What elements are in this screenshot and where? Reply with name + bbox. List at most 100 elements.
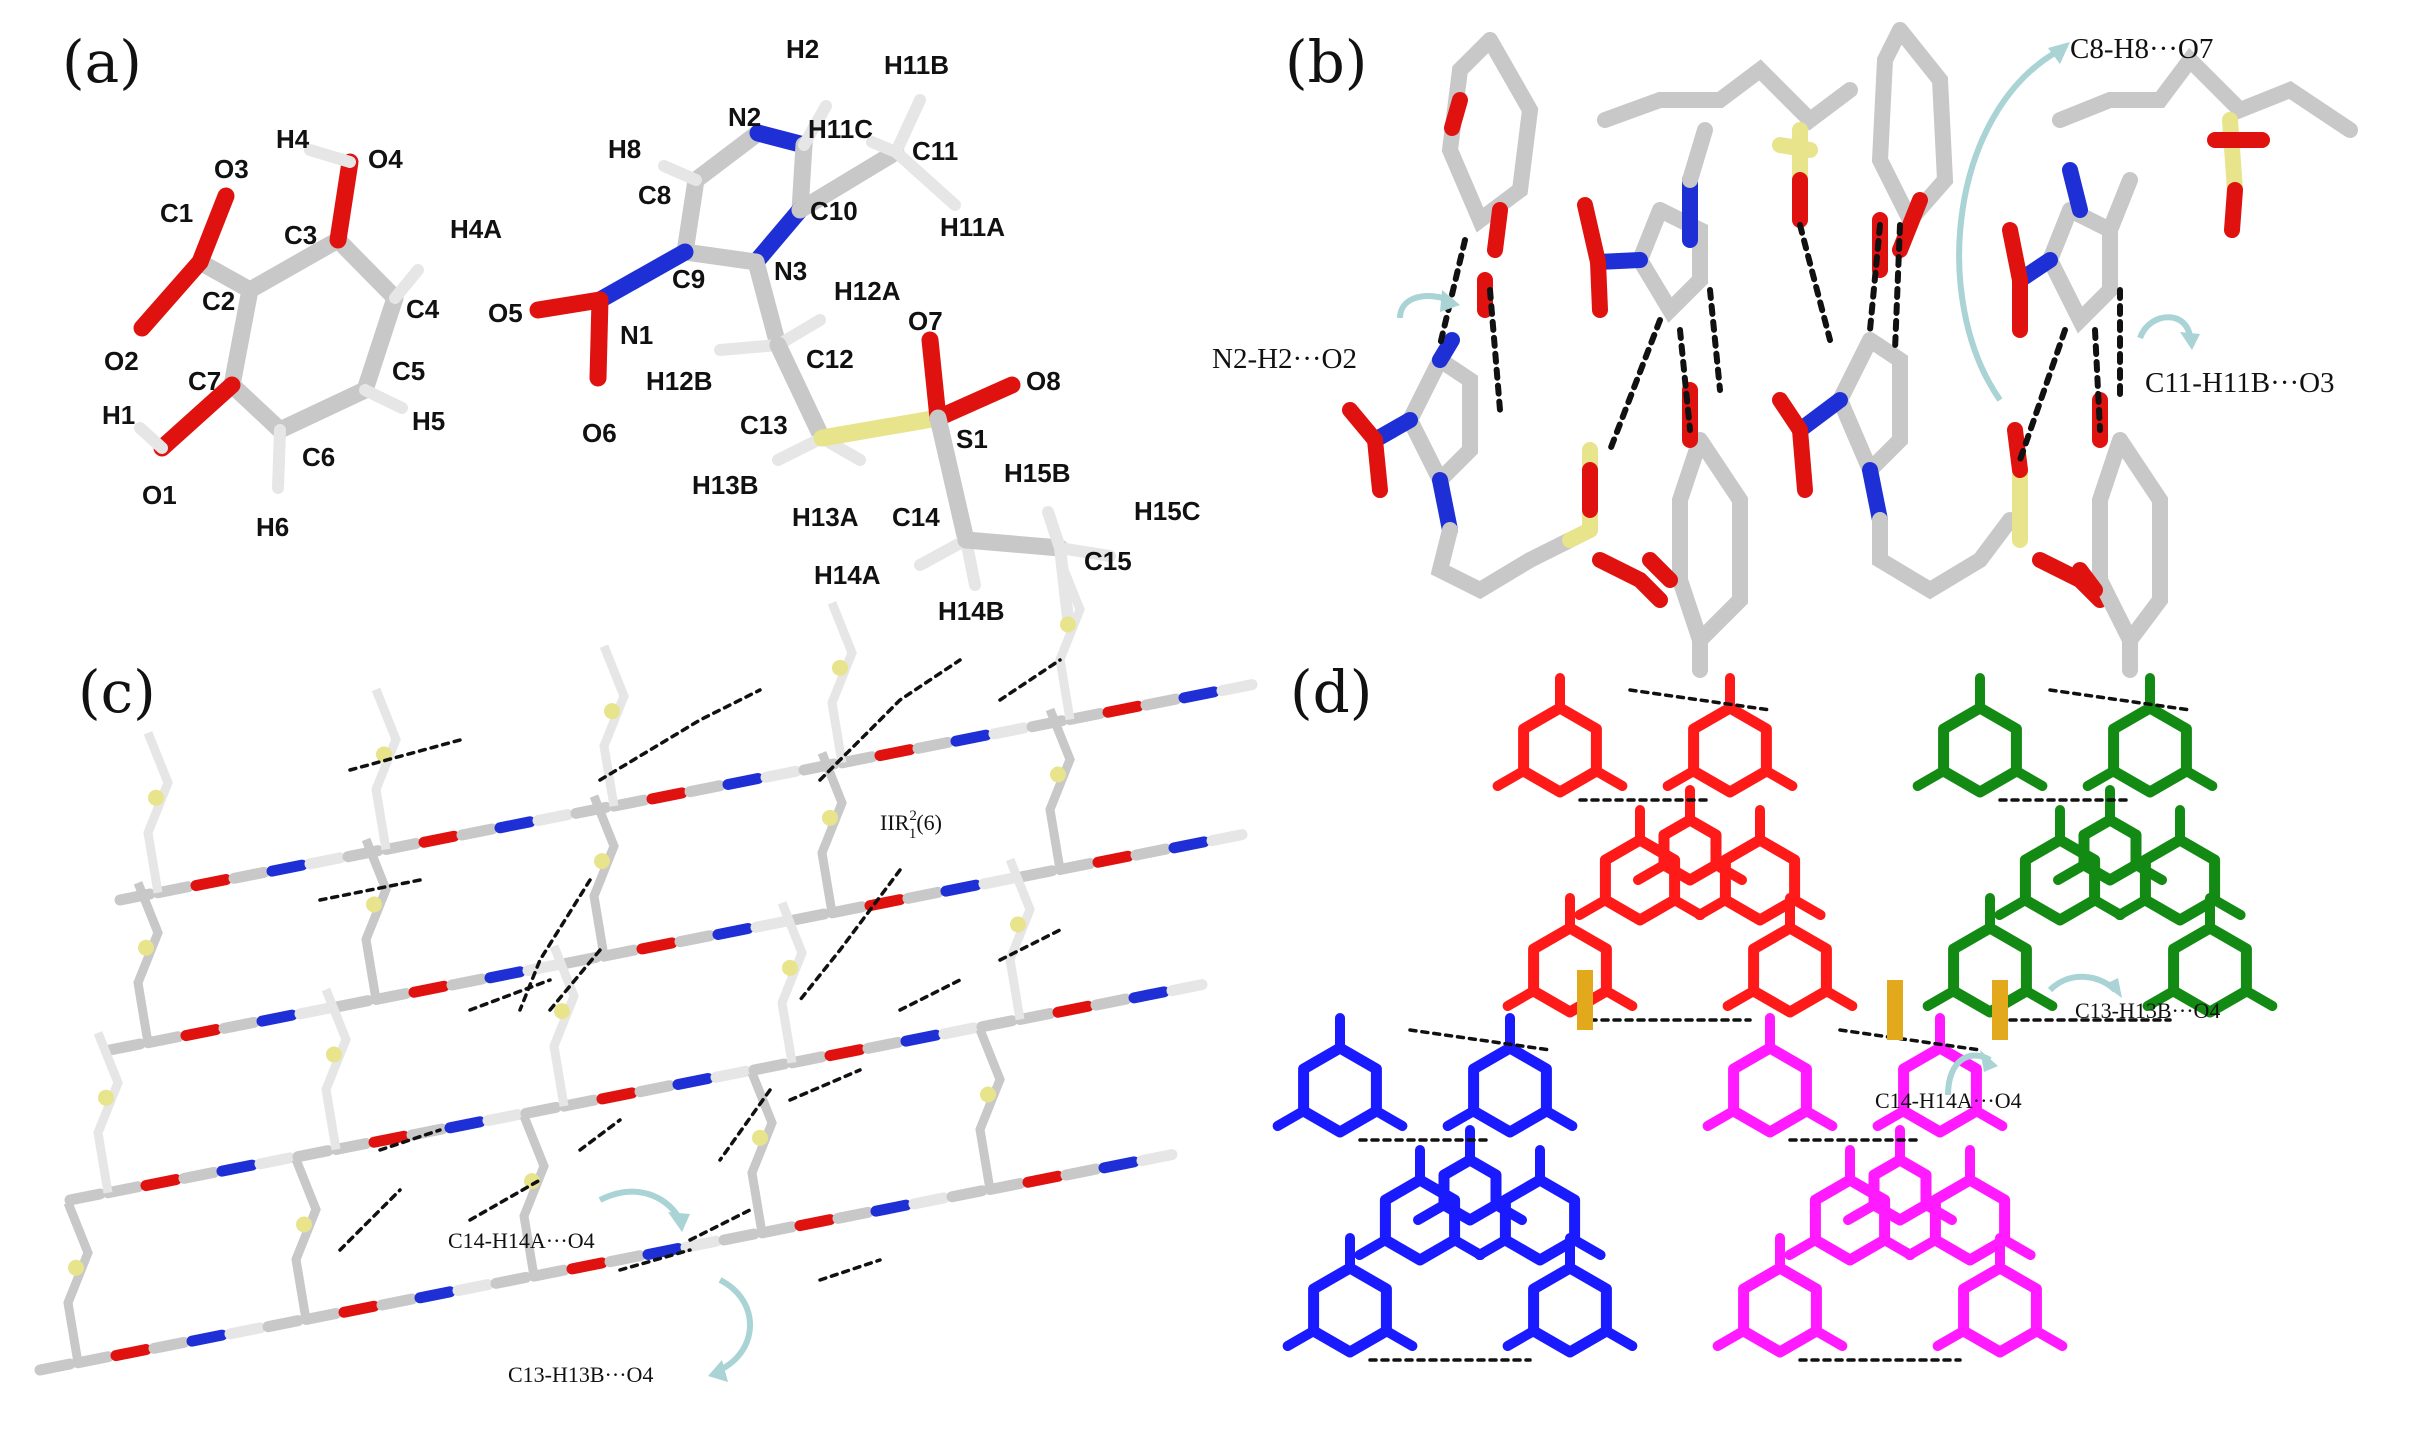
side-chain (777, 901, 807, 1064)
layer-bond (300, 1307, 342, 1325)
layer-bond (494, 816, 536, 834)
panel-c-molecule-layers (34, 557, 1258, 1376)
layer-bond (604, 1250, 646, 1268)
layer-bond (228, 866, 270, 884)
cation-molecule (529, 94, 1116, 624)
layer-bond (836, 751, 878, 769)
sulfur-atom (1060, 616, 1076, 633)
cluster-substituent (1712, 1326, 1749, 1351)
layer-bond (522, 959, 564, 977)
cluster-substituent (1272, 1106, 1309, 1131)
cluster-ring (1868, 1154, 1932, 1226)
layer-bond (596, 1087, 638, 1105)
cluster-ring (1499, 1174, 1581, 1266)
cluster-hydrogen-bond (1838, 1028, 1982, 1052)
layer-bond (608, 794, 650, 812)
sulfonyl-junction (1887, 980, 1903, 1040)
cluster-substituent (1694, 895, 1731, 920)
layer-bond (902, 886, 944, 904)
cluster-substituent (1904, 1235, 1941, 1260)
side-chain (817, 751, 847, 914)
layer-bond (224, 1322, 266, 1340)
layer-bond (380, 837, 422, 855)
layer-bond (908, 1192, 950, 1210)
sulfur-atom (148, 789, 164, 806)
atom-label-C12: C12 (806, 344, 854, 374)
layer-bond (104, 1038, 146, 1056)
sulfur-atom (604, 703, 620, 720)
sulfur-atom (554, 1003, 570, 1020)
cluster-substituent (1921, 1200, 1957, 1225)
layer-bond (254, 1152, 296, 1170)
cluster-substituent (2131, 860, 2167, 885)
layer-bond (294, 1002, 336, 1020)
layer-bond (532, 809, 574, 827)
layer-bond (1102, 700, 1144, 718)
ring-motif-sub: 1 (909, 826, 917, 842)
layer-bond (1216, 679, 1258, 697)
acid-molecule (133, 144, 424, 494)
ring-motif-paren: (6) (916, 810, 942, 835)
layer-bond (710, 1065, 752, 1083)
atom-label-C4: C4 (406, 294, 440, 324)
sulfur-atom (68, 1259, 84, 1276)
layer-bond (794, 1214, 836, 1232)
cluster-substituent (1711, 860, 1747, 885)
cluster-substituent (1662, 766, 1699, 791)
cluster-substituent (1784, 1235, 1821, 1260)
cluster-substituent (1811, 1326, 1848, 1351)
cluster-ring (1898, 1042, 1982, 1138)
cluster-ring (1298, 1042, 1382, 1138)
cluster-substituent (2082, 766, 2119, 791)
cluster-ring (1438, 1154, 1502, 1226)
sulfur-atom (98, 1089, 114, 1106)
cluster-ring (1379, 1174, 1461, 1266)
label-c13-h13b-o4-d: C13-H13B···O4 (2075, 998, 2220, 1023)
layer-bond (558, 1094, 600, 1112)
sulfur-atom (980, 1086, 996, 1103)
sulfonyl-junction (1577, 970, 1593, 1030)
label-c11-h11b-o3: C11-H11B···O3 (2145, 367, 2335, 399)
atom-label-H14A: H14A (814, 560, 881, 590)
cluster-ring (1599, 834, 1681, 926)
sulfur-atom (782, 959, 798, 976)
layer-bond (870, 1199, 912, 1217)
layer-bond (598, 944, 640, 962)
atom-label-O5: O5 (488, 298, 523, 328)
layer-bond (1014, 1008, 1056, 1025)
cluster-substituent (1922, 986, 1959, 1011)
cluster-substituent (1474, 1235, 1511, 1260)
side-chain (519, 1114, 549, 1277)
side-chain (321, 987, 351, 1151)
arrow-c13-h13b-o4 (718, 1277, 753, 1373)
layer-bond (338, 1300, 380, 1318)
panel-d-molecule-clusters (1272, 673, 2278, 1362)
atom-label-S1: S1 (956, 424, 988, 454)
cluster-substituent (1801, 1106, 1838, 1131)
cluster-ring (1728, 1042, 1812, 1138)
sulfur-atom (752, 1129, 768, 1146)
cluster-substituent (1282, 1326, 1319, 1351)
cluster-hydrogen-bond (2048, 688, 2192, 712)
layer-bond (140, 1174, 182, 1192)
cluster-ring (1688, 702, 1772, 798)
layer-bond (1060, 1163, 1102, 1181)
side-chain (1005, 857, 1035, 1021)
layer-bond (788, 908, 830, 926)
layer-bond (1098, 1156, 1140, 1174)
layer-bond (718, 1228, 760, 1246)
layer-bond (490, 1271, 532, 1289)
layer-bond (1090, 993, 1132, 1011)
layer-bond (218, 1016, 260, 1034)
atom-label-C5: C5 (392, 356, 425, 386)
cluster-ring (2019, 834, 2101, 926)
atom-label-N1: N1 (620, 320, 653, 350)
cluster-substituent (1541, 1106, 1578, 1131)
layer-bond (684, 780, 726, 798)
layer-bond (634, 1080, 676, 1098)
layer-bond (566, 1257, 608, 1275)
arrow-c8-h8-o7 (1956, 47, 2062, 402)
cluster-substituent (1912, 766, 1949, 791)
atom-label-O7: O7 (908, 306, 943, 336)
layer-bond (266, 859, 308, 877)
